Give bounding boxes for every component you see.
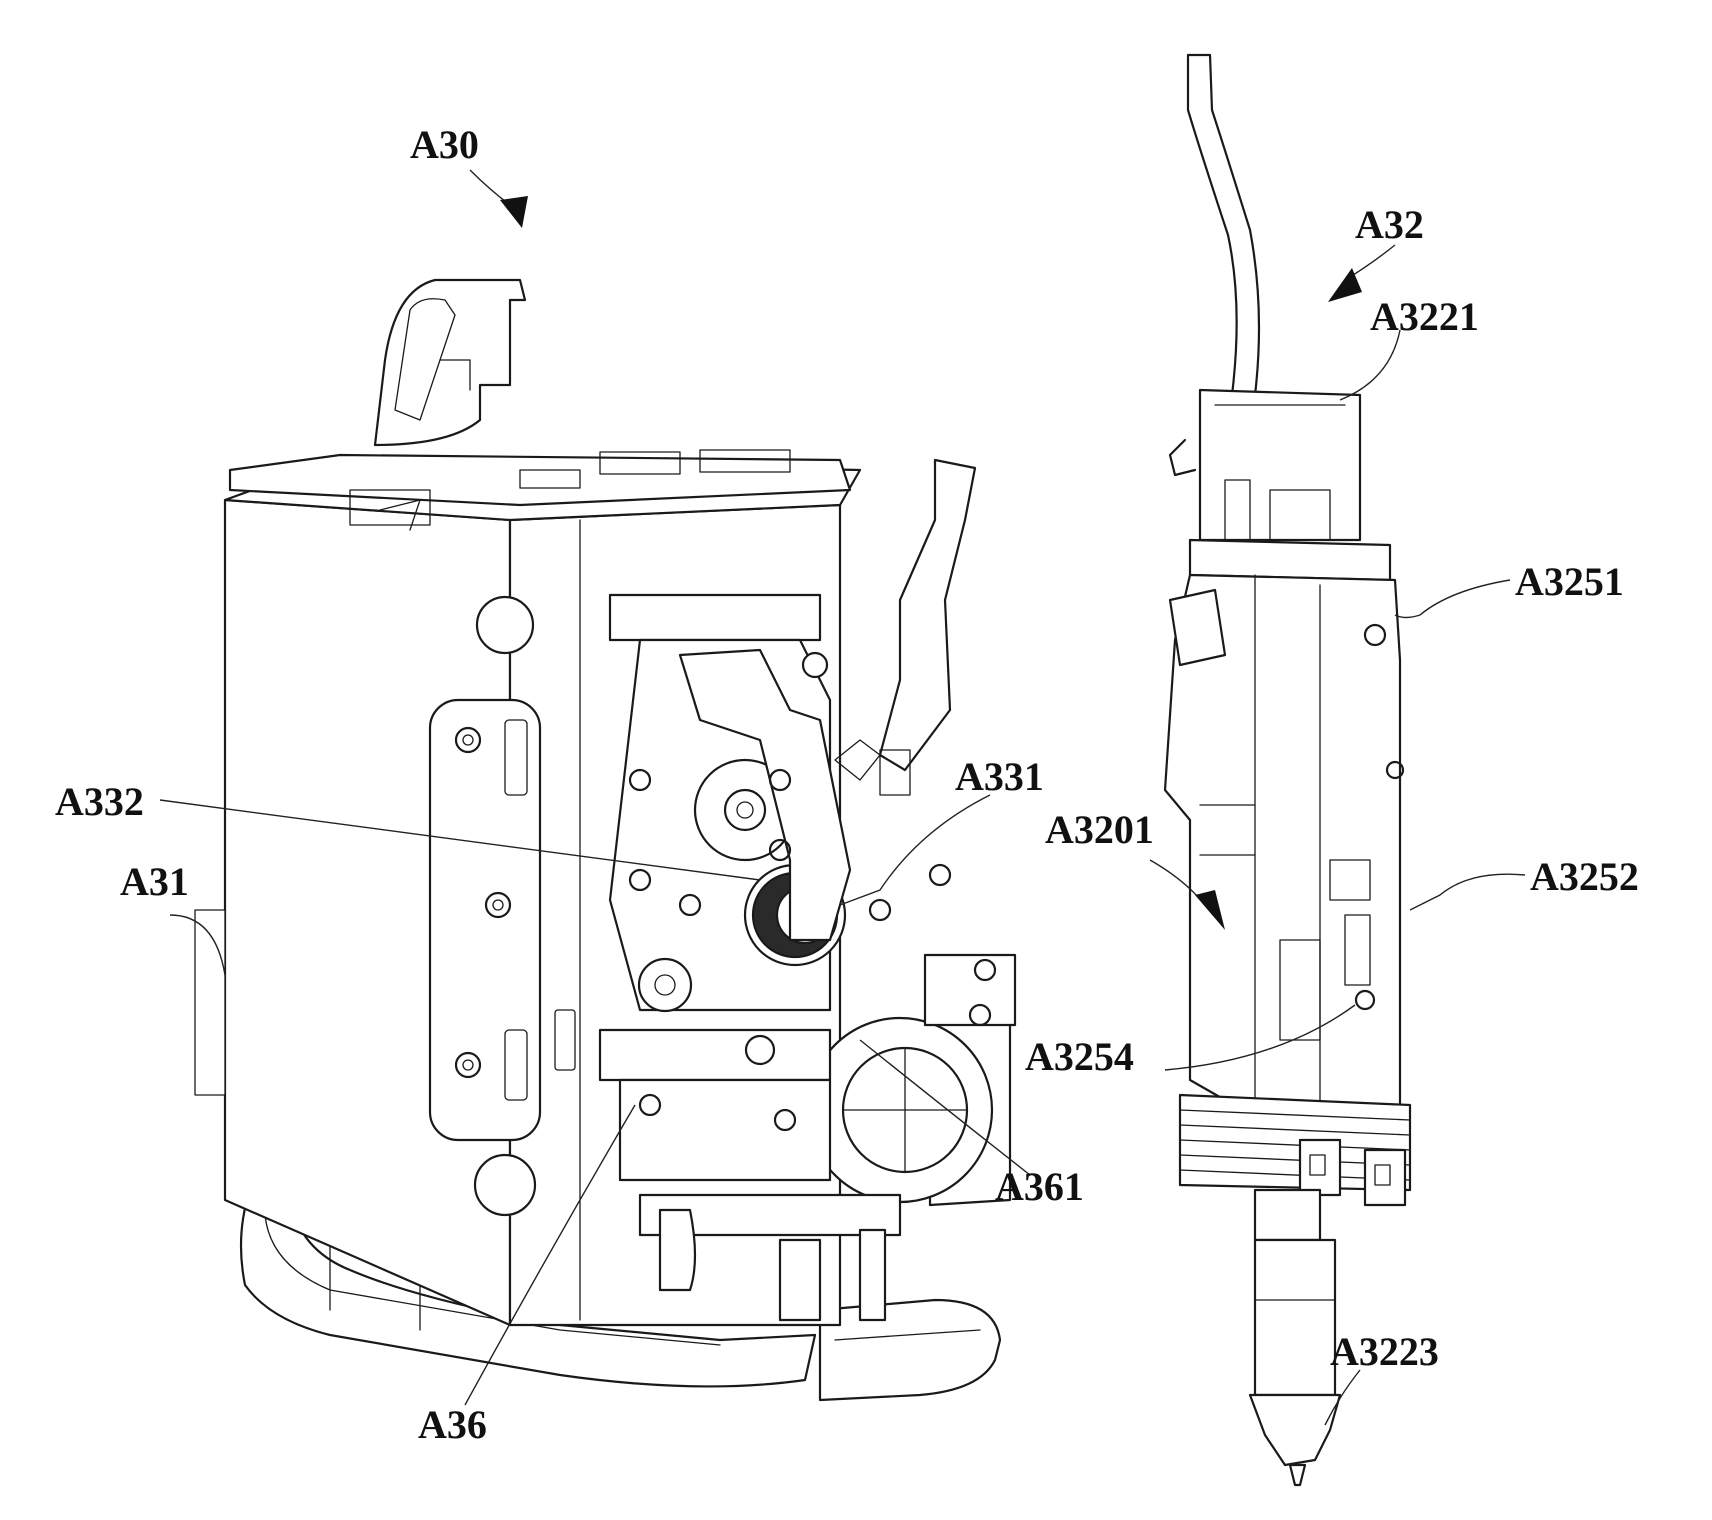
label-a30: A30 [410, 122, 479, 167]
side-clip [195, 910, 225, 1095]
release-lever [835, 460, 975, 795]
label-a32: A32 [1355, 202, 1424, 247]
label-a3221: A3221 [1370, 294, 1479, 339]
heat-sink [1180, 1095, 1410, 1205]
label-a361: A361 [995, 1164, 1084, 1209]
filament-tube [1188, 55, 1259, 395]
print-head-assembly [195, 280, 1015, 1400]
hot-end-body [1165, 575, 1403, 1120]
label-a331: A331 [955, 754, 1044, 799]
label-a332: A332 [55, 779, 144, 824]
label-a3223: A3223 [1330, 1329, 1439, 1374]
nozzle [1250, 1190, 1340, 1485]
label-a3252: A3252 [1530, 854, 1639, 899]
label-a3251: A3251 [1515, 559, 1624, 604]
top-hook [375, 280, 525, 445]
label-a31: A31 [120, 859, 189, 904]
label-a36: A36 [418, 1402, 487, 1447]
tube-connector [1170, 390, 1390, 580]
hot-end-assembly [1165, 55, 1410, 1485]
label-a3254: A3254 [1025, 1034, 1134, 1079]
label-a3201: A3201 [1045, 807, 1154, 852]
